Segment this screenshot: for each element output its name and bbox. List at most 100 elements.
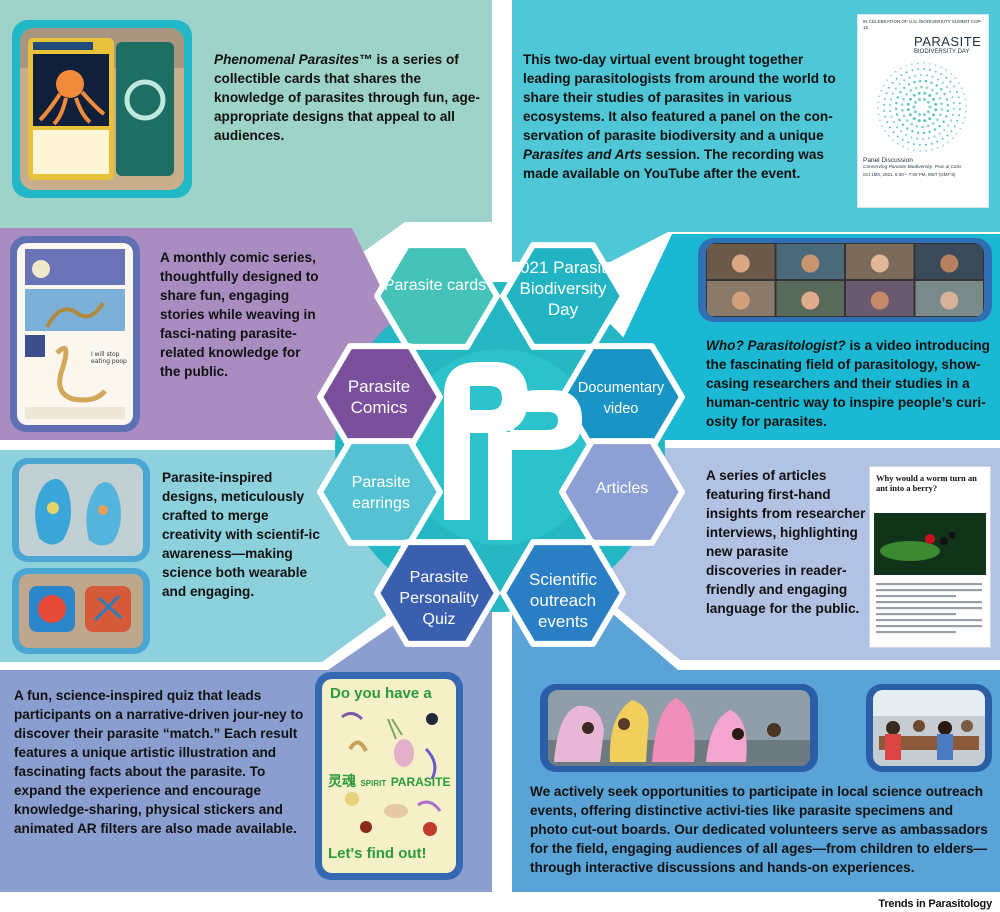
poster-dot: [883, 103, 886, 106]
poster-dot: [950, 130, 953, 133]
poster-dot: [960, 87, 963, 90]
poster-dot: [928, 105, 932, 109]
hex-quiz[interactable]: [374, 539, 500, 647]
poster-dot: [917, 91, 921, 95]
poster-title-2: BIODIVERSITY DAY: [914, 49, 970, 55]
poster-dot: [941, 138, 944, 140]
poster-dot: [934, 70, 937, 73]
pp-logo-icon: [444, 362, 582, 540]
poster-dot: [951, 113, 955, 116]
poster-dot: [906, 127, 909, 130]
poster-dot: [895, 113, 899, 116]
hex-label-documentary[interactable]: Documentary video: [577, 380, 665, 417]
hex-label-cards[interactable]: Parasite cards: [383, 277, 487, 294]
poster-dot: [885, 92, 888, 95]
poster-dot: [913, 110, 918, 114]
poster-dot: [930, 142, 933, 145]
article-screenshot: Why would a worm turn an ant into a berr…: [869, 466, 991, 648]
poster-dot: [917, 68, 920, 71]
hex-label-biodiversity[interactable]: 2021 Parasite Biodiversity Day: [510, 258, 616, 319]
participant-face: [801, 291, 820, 310]
poster-dot: [930, 88, 934, 92]
poster-dot: [949, 90, 952, 93]
hex-label-quiz[interactable]: Parasite Personality Quiz: [399, 569, 479, 628]
poster-dot: [958, 82, 960, 84]
poster-dot: [952, 101, 955, 105]
poster-dot: [926, 100, 931, 104]
poster-dot: [906, 102, 910, 106]
documentary-description: Who? Parasitologist? is a video introduc…: [706, 336, 992, 431]
poster-dot: [905, 92, 908, 96]
poster-dot: [922, 113, 927, 117]
poster-dot: [958, 108, 961, 111]
poster-dot: [964, 110, 967, 113]
poster-dot: [951, 96, 954, 99]
hex-cards[interactable]: [374, 242, 500, 350]
poster-dot: [892, 131, 895, 134]
poster-dot: [898, 118, 901, 122]
poster-dot: [889, 98, 893, 101]
poster-dot: [938, 124, 941, 128]
poster-dot: [890, 74, 892, 77]
article-text-line: [876, 595, 956, 598]
poster-dot: [926, 124, 930, 128]
poster-dot: [894, 87, 898, 90]
hex-label-outreach[interactable]: Scientific outreach events: [528, 570, 598, 631]
biodiversity-description: This two-day virtual event brought toget…: [523, 50, 841, 183]
poster-dot: [912, 93, 916, 97]
poster-dot: [949, 119, 953, 122]
poster-dot: [894, 107, 898, 111]
poster-dot: [945, 76, 948, 79]
hex-label-articles[interactable]: Articles: [595, 480, 649, 497]
poster-dot: [918, 79, 922, 83]
poster-dot: [922, 97, 927, 101]
poster-dot: [888, 86, 891, 89]
poster-dot: [902, 114, 906, 118]
cards-description: Phenomenal Parasites™ is a series of col…: [214, 50, 482, 145]
hexagons: [317, 242, 685, 647]
poster-dot: [896, 135, 899, 138]
poster-dot: [903, 79, 906, 82]
poster-dot: [955, 90, 958, 93]
poster-dot: [926, 110, 931, 114]
poster-dot: [902, 97, 905, 101]
poster-dot: [920, 85, 923, 89]
poster-dot: [877, 101, 880, 104]
poster-dot: [943, 128, 946, 132]
poster-dot: [890, 115, 893, 118]
poster-dot: [898, 82, 901, 86]
poster-dot: [964, 98, 967, 101]
article-text-line: [876, 583, 982, 586]
poster-dot: [928, 117, 932, 121]
poster-dot: [937, 147, 939, 149]
poster-dot: [886, 121, 889, 124]
poster-dot: [913, 80, 916, 84]
poster-dot: [936, 78, 940, 81]
quiz-poster: Do you have a 灵魂 SPIRIT PARASITE Let's f…: [322, 679, 456, 873]
poster-dot: [904, 133, 908, 136]
poster-dot: [931, 148, 934, 151]
comics-bubble-text: I will stop eating poop: [91, 351, 127, 365]
poster-dot: [963, 93, 965, 95]
earrings-photo-2: [19, 574, 143, 648]
comics-description: A monthly comic series, thoughtfully des…: [160, 250, 319, 379]
poster-dot: [901, 123, 905, 126]
poster-dot: [905, 119, 909, 122]
poster-dot: [909, 89, 913, 92]
poster-dot: [922, 62, 925, 64]
hex-label-comics[interactable]: Parasite Comics: [347, 377, 411, 417]
poster-dot: [939, 88, 943, 91]
poster-dot: [923, 91, 927, 95]
poster-dot: [912, 117, 916, 121]
hex-articles[interactable]: [559, 438, 685, 546]
poster-dot: [946, 124, 950, 127]
poster-dot: [900, 109, 904, 112]
poster-dot: [912, 105, 916, 109]
article-text-line: [876, 607, 982, 610]
poster-dot: [900, 130, 903, 133]
participant-face: [940, 291, 959, 310]
hex-outreach[interactable]: [500, 539, 626, 647]
hex-label-earrings[interactable]: Parasite earrings: [351, 474, 411, 512]
participant-face: [870, 254, 889, 273]
poster-dot: [915, 137, 919, 140]
